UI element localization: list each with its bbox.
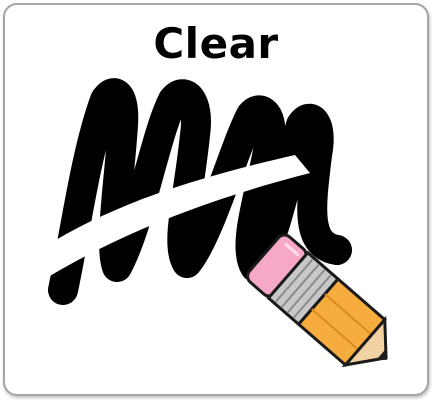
clear-button[interactable]: Clear	[3, 3, 429, 396]
eraser-pencil-icon	[246, 233, 388, 368]
scribble-icon	[48, 78, 352, 305]
clear-illustration	[48, 78, 388, 368]
clear-button-label: Clear	[153, 19, 279, 68]
